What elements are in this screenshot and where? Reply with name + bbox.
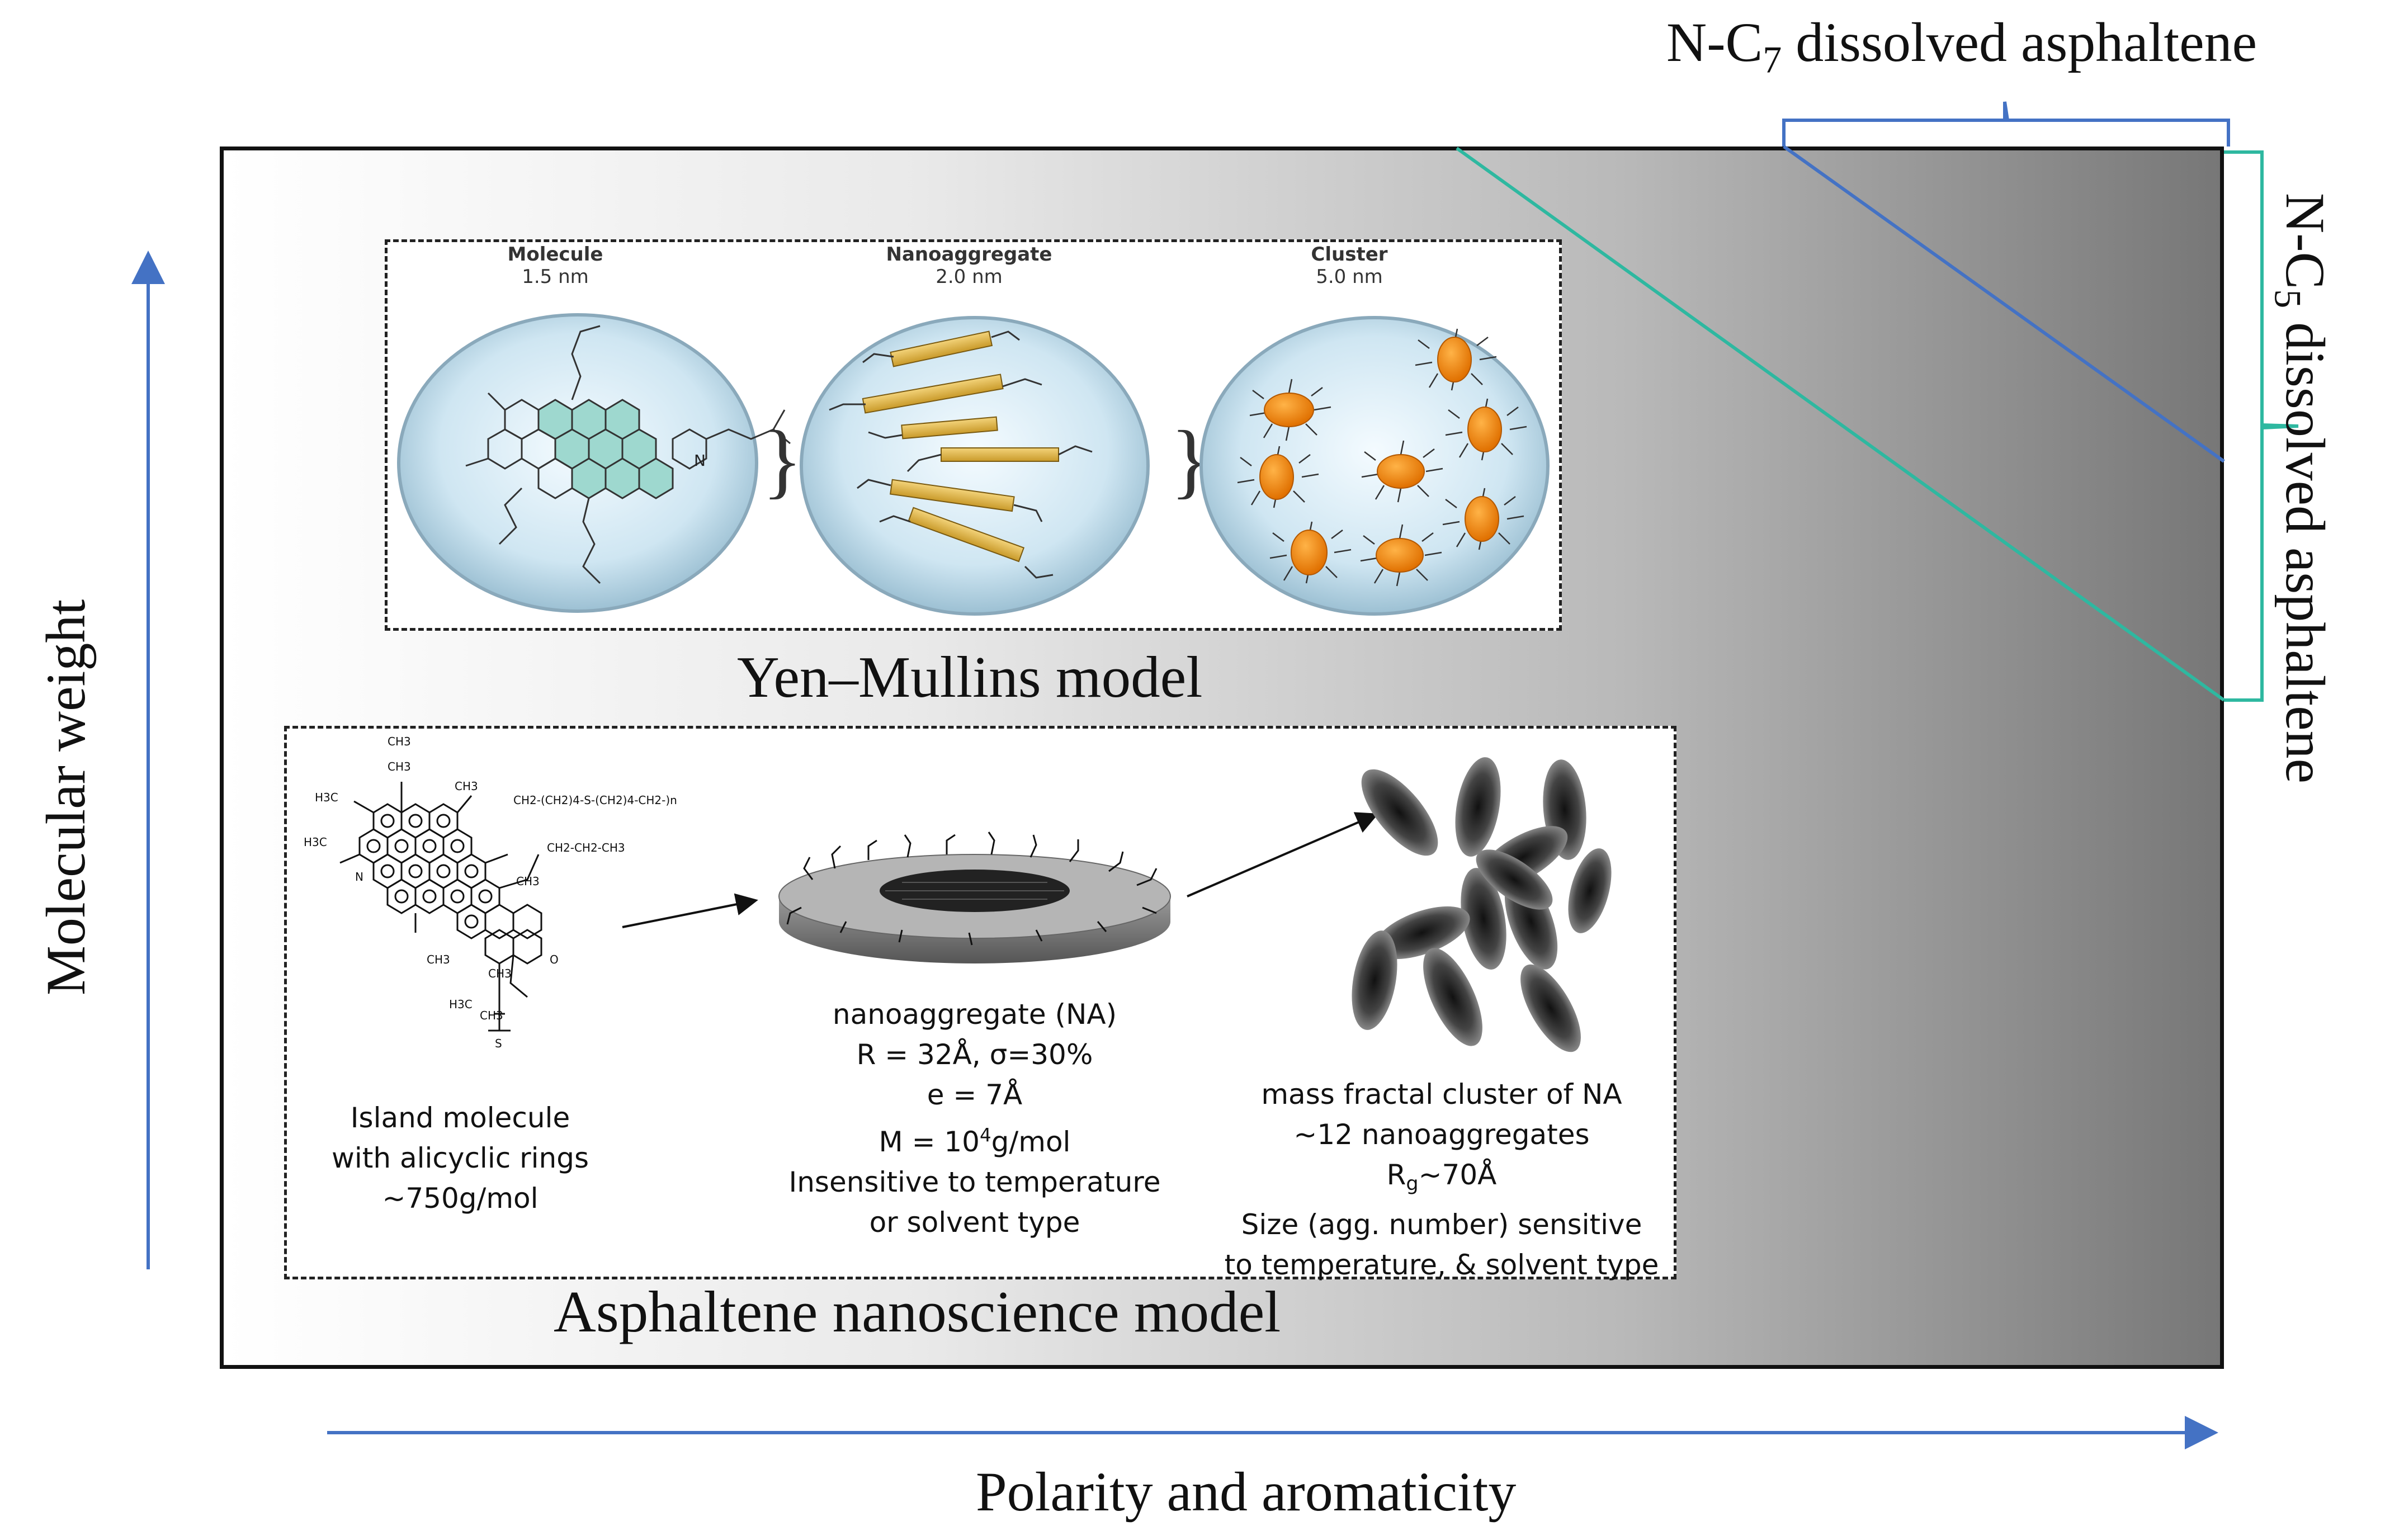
y-axis-label: Molecular weight <box>35 599 97 995</box>
svg-text:CH3: CH3 <box>388 735 411 748</box>
nanoaggregate-disc <box>778 832 1171 963</box>
svg-text:CH3: CH3 <box>516 875 540 888</box>
island-caption: Island molecule with alicyclic rings ~75… <box>331 1102 589 1215</box>
nc7-bracket <box>1782 101 2230 147</box>
yen-mullins-illustrations: N } } <box>397 313 1550 616</box>
svg-text:CH2-CH2-CH3: CH2-CH2-CH3 <box>547 841 625 854</box>
na-cluster <box>1352 757 1612 1052</box>
nc7-label: N-C7 dissolved asphaltene <box>1666 11 2257 81</box>
arrow-molecule-to-na <box>622 893 758 928</box>
svg-text:CH2-(CH2)4-S-(CH2)4-CH2-)n: CH2-(CH2)4-S-(CH2)4-CH2-)n <box>513 793 677 807</box>
nc5-label: N-C5 dissolved asphaltene <box>2266 193 2336 784</box>
arrow-na-to-cluster <box>1187 812 1379 897</box>
svg-text:CH3: CH3 <box>388 760 411 773</box>
svg-text:CH3: CH3 <box>480 1009 503 1022</box>
molecule-sphere: N <box>397 313 791 613</box>
svg-text:O: O <box>550 953 559 966</box>
svg-text:H3C: H3C <box>304 835 327 849</box>
svg-text:N: N <box>694 451 706 470</box>
island-molecule-structure <box>339 782 542 1032</box>
svg-text:CH3: CH3 <box>427 953 450 966</box>
nanoscience-panel: CH3 CH3 CH3 H3C H3C CH2-(CH2)4-S-(CH2)4-… <box>284 726 1676 1281</box>
svg-text:S: S <box>495 1037 502 1050</box>
yen-mullins-caption: Yen–Mullins model <box>737 644 1203 710</box>
nanoscience-illustrations: CH3 CH3 CH3 H3C H3C CH2-(CH2)4-S-(CH2)4-… <box>304 735 1612 1052</box>
nc5-bracket <box>2224 150 2299 702</box>
svg-text:N: N <box>355 870 363 884</box>
nanoscience-caption: Asphaltene nanoscience model <box>554 1279 1281 1344</box>
svg-text:H3C: H3C <box>315 791 338 804</box>
nc5-boundary-line <box>1456 147 2225 702</box>
x-axis-label: Polarity and aromaticity <box>976 1461 1517 1523</box>
brace-1: } <box>762 414 802 507</box>
nc7-boundary-line <box>1783 145 2225 463</box>
nanoaggregate-caption: nanoaggregate (NA) R = 32Å, σ=30% e = 7Å… <box>788 998 1161 1239</box>
nanoaggregate-sphere <box>800 316 1150 616</box>
island-group-labels: CH3 CH3 CH3 H3C H3C CH2-(CH2)4-S-(CH2)4-… <box>304 735 677 1050</box>
svg-text:CH3: CH3 <box>455 780 478 793</box>
cluster-caption: mass fractal cluster of NA ~12 nanoaggre… <box>1224 1078 1659 1281</box>
svg-text:CH3: CH3 <box>488 967 512 980</box>
cluster-sphere <box>1199 316 1550 616</box>
svg-text:H3C: H3C <box>449 998 473 1011</box>
